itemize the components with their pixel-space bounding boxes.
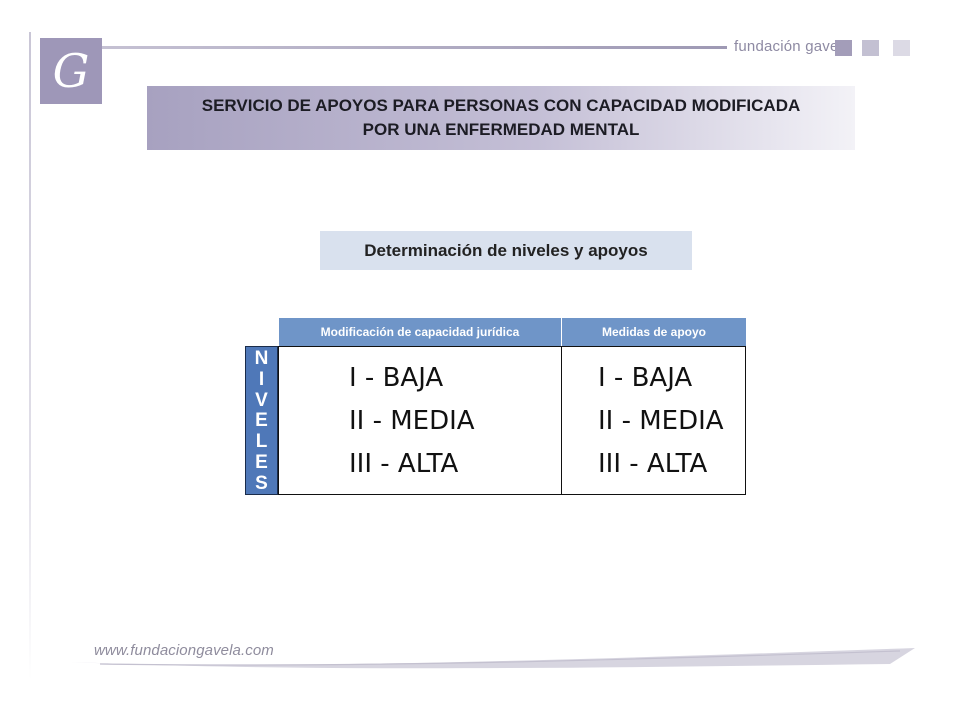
column-header-capacity: Modificación de capacidad jurídica [279, 318, 561, 346]
level-item: I - BAJA [349, 363, 444, 393]
row-header-letter: E [255, 451, 268, 473]
brand-square-mid [862, 40, 879, 56]
header-rule [102, 46, 727, 49]
row-header-letter: S [255, 472, 268, 494]
row-header-niveles: N I V E L E S [245, 346, 278, 495]
level-item: II - MEDIA [349, 406, 475, 436]
level-item: II - MEDIA [598, 406, 724, 436]
brand-name: fundación gavela [734, 38, 851, 55]
brand-square-dark [835, 40, 852, 56]
capacity-levels-list: I - BAJA II - MEDIA III - ALTA [349, 357, 475, 486]
level-item: III - ALTA [349, 449, 459, 479]
title-line-2: POR UNA ENFERMEDAD MENTAL [362, 120, 640, 139]
footer-website-link[interactable]: www.fundaciongavela.com [94, 642, 274, 659]
title-line-1: SERVICIO DE APOYOS PARA PERSONAS CON CAP… [201, 96, 801, 115]
column-header-support: Medidas de apoyo [562, 318, 746, 346]
page-title: SERVICIO DE APOYOS PARA PERSONAS CON CAP… [147, 86, 855, 150]
section-subtitle: Determinación de niveles y apoyos [320, 231, 692, 270]
row-header-letter: V [255, 389, 268, 411]
row-header-letter: I [258, 368, 265, 390]
brand-square-light [893, 40, 910, 56]
row-header-letter: N [254, 348, 269, 369]
row-header-letter: L [255, 431, 268, 452]
levels-table [278, 346, 746, 495]
column-divider [561, 346, 562, 495]
footer-swoosh [70, 648, 915, 669]
left-frame-line [29, 32, 31, 680]
row-header-letter: E [255, 410, 268, 432]
level-item: I - BAJA [598, 363, 693, 393]
level-item: III - ALTA [598, 449, 708, 479]
support-levels-list: I - BAJA II - MEDIA III - ALTA [598, 357, 724, 486]
logo-letter: G [52, 44, 90, 98]
logo-g-icon: G [40, 38, 102, 104]
